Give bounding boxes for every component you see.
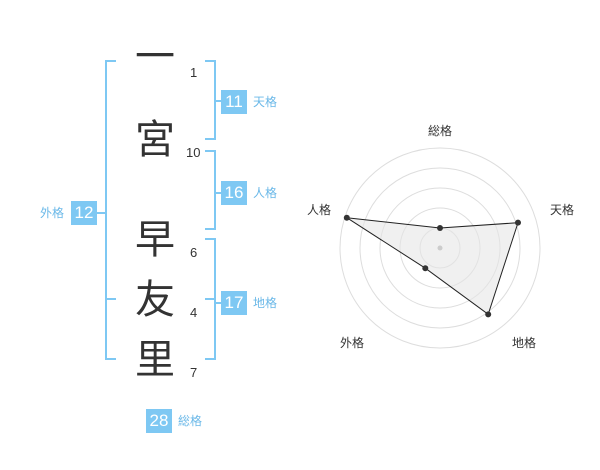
radar-axis-label-soukaku: 総格 xyxy=(428,124,453,138)
soukaku-label: 総格 xyxy=(178,414,203,428)
stroke-count-2: 10 xyxy=(186,145,201,160)
radar-ring xyxy=(359,167,521,329)
chikaku-label: 地格 xyxy=(253,296,278,310)
radar-axis-label-gaikaku: 外格 xyxy=(340,336,365,350)
radar-points xyxy=(343,214,521,318)
tenkaku-value-badge: 11 xyxy=(221,90,247,114)
jinkaku-value-badge: 16 xyxy=(221,181,247,205)
radar-area xyxy=(346,217,519,316)
jinkaku-bracket-tick xyxy=(216,192,221,194)
stroke-count-5: 7 xyxy=(190,365,198,380)
stroke-count-3: 6 xyxy=(190,245,198,260)
tenkaku-bracket-spine xyxy=(214,60,216,140)
radar-point xyxy=(343,214,350,221)
radar-ring xyxy=(339,147,541,349)
soukaku-value-badge: 28 xyxy=(146,409,172,433)
tenkaku-bracket-top xyxy=(205,60,216,62)
stroke-count-4: 4 xyxy=(190,305,198,320)
jinkaku-bracket-bottom xyxy=(205,228,216,230)
chikaku-bracket-top xyxy=(205,238,216,240)
gaikaku-value-badge: 12 xyxy=(71,201,97,225)
name-char-2: 宮 xyxy=(135,117,175,163)
name-char-5: 里 xyxy=(135,337,175,383)
chikaku-bracket-bottom xyxy=(205,358,216,360)
gaikaku-label: 外格 xyxy=(40,206,65,220)
tenkaku-bracket-tick xyxy=(216,100,221,102)
name-char-3: 早 xyxy=(135,217,175,263)
tenkaku-bracket-bottom xyxy=(205,138,216,140)
gaikaku-bracket-spine xyxy=(105,60,107,360)
tenkaku-label: 天格 xyxy=(253,95,278,109)
radar-point xyxy=(485,311,492,318)
stroke-count-1: 1 xyxy=(190,65,198,80)
radar-axis-label-chikaku: 地格 xyxy=(512,336,537,350)
jinkaku-bracket-top xyxy=(205,150,216,152)
jinkaku-label: 人格 xyxy=(253,186,278,200)
gaikaku-bracket-bottom xyxy=(105,358,116,360)
gaikaku-bracket-tick xyxy=(96,212,105,214)
radar-center-dot xyxy=(437,245,443,251)
name-char-4: 友 xyxy=(135,277,175,323)
radar-point xyxy=(422,265,429,272)
radar-axis-label-tenkaku: 天格 xyxy=(550,203,575,217)
radar-point xyxy=(514,219,521,226)
chikaku-bracket-mid xyxy=(205,298,214,300)
chikaku-bracket-tick xyxy=(216,302,221,304)
name-char-1: 一 xyxy=(135,34,175,80)
gaikaku-bracket-top xyxy=(105,60,116,62)
radar-axis-label-jinkaku: 人格 xyxy=(307,203,332,217)
jinkaku-bracket-spine xyxy=(214,150,216,230)
radar-point xyxy=(437,225,443,231)
gaikaku-bracket-mid xyxy=(105,298,116,300)
chikaku-bracket-spine xyxy=(214,238,216,360)
chikaku-value-badge: 17 xyxy=(221,291,247,315)
